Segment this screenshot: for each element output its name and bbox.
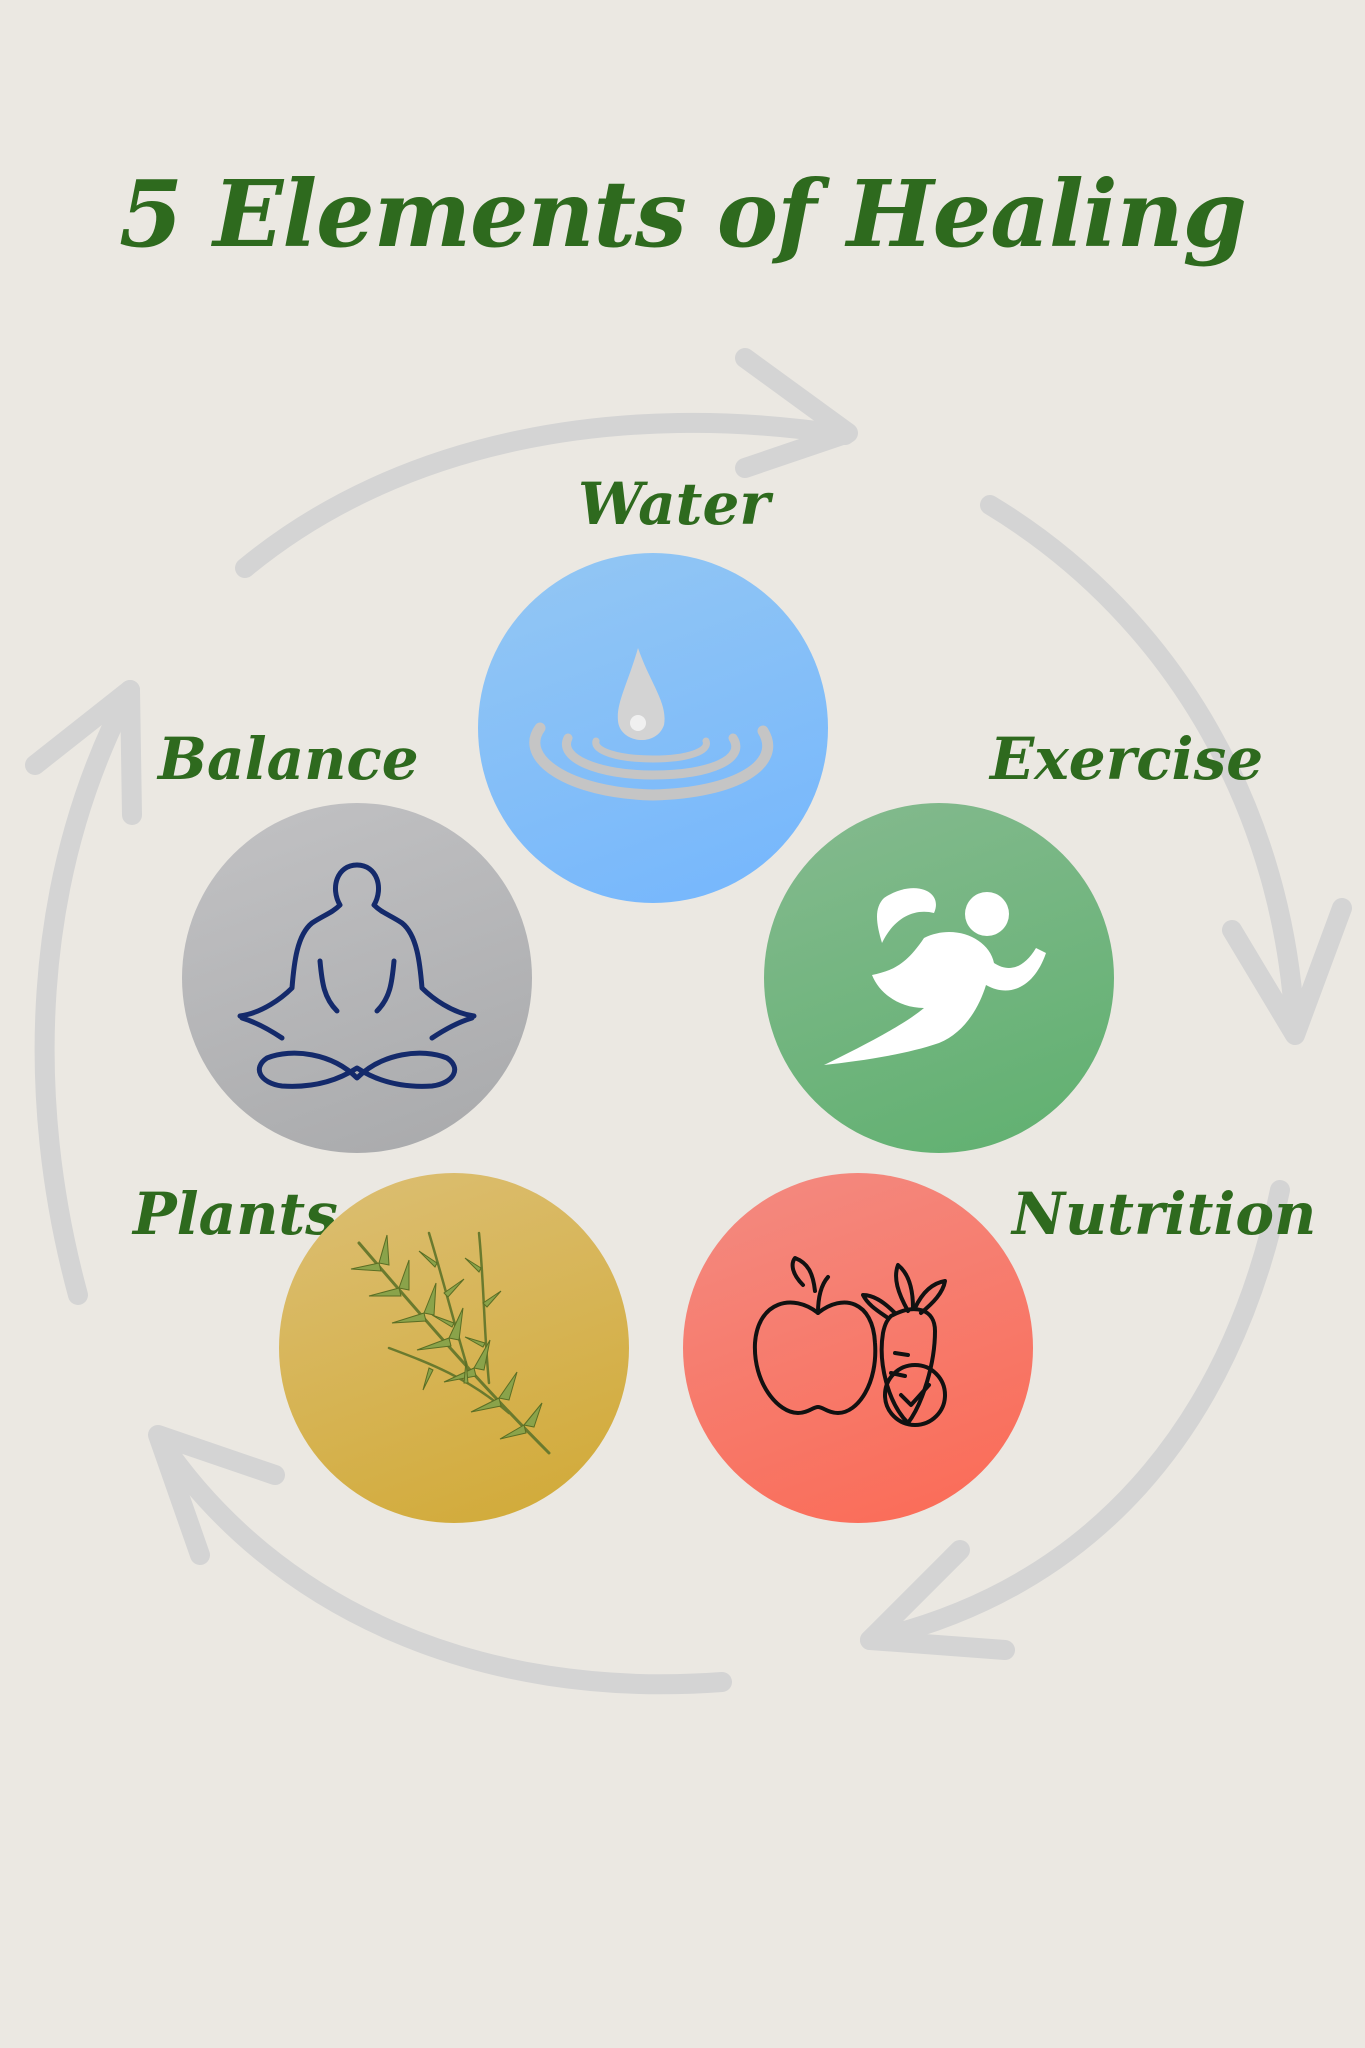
label-water: Water bbox=[578, 470, 770, 538]
arrow-top-head bbox=[735, 348, 858, 478]
page-title: 5 Elements of Healing bbox=[119, 160, 1247, 268]
arrow-left-head bbox=[25, 680, 142, 825]
water-drop-ripple-icon bbox=[529, 648, 774, 801]
element-circle-nutrition bbox=[683, 1173, 1033, 1523]
arrow-bottom-head bbox=[148, 1425, 285, 1565]
arrow-left bbox=[34, 680, 140, 1305]
element-circle-balance bbox=[182, 803, 532, 1153]
arrow-right bbox=[980, 495, 1305, 1040]
apple-carrot-icon bbox=[752, 1256, 947, 1427]
runner-icon bbox=[824, 888, 1046, 1065]
label-nutrition: Nutrition bbox=[1012, 1180, 1317, 1248]
element-circle-water bbox=[478, 553, 828, 903]
arrow-bottom-right bbox=[860, 1180, 1290, 1650]
label-plants: Plants bbox=[133, 1180, 338, 1248]
label-balance: Balance bbox=[158, 725, 419, 793]
element-circle-exercise bbox=[764, 803, 1114, 1153]
rosemary-sprig-icon bbox=[350, 1231, 551, 1455]
arrow-right-head bbox=[1222, 898, 1352, 1045]
arrow-bottom-right-head bbox=[860, 1540, 1015, 1660]
element-circle-plants bbox=[279, 1173, 629, 1523]
arrow-top bbox=[235, 412, 855, 578]
label-exercise: Exercise bbox=[990, 725, 1264, 793]
arrow-bottom bbox=[150, 1430, 732, 1695]
meditation-figure-icon bbox=[237, 862, 477, 1089]
